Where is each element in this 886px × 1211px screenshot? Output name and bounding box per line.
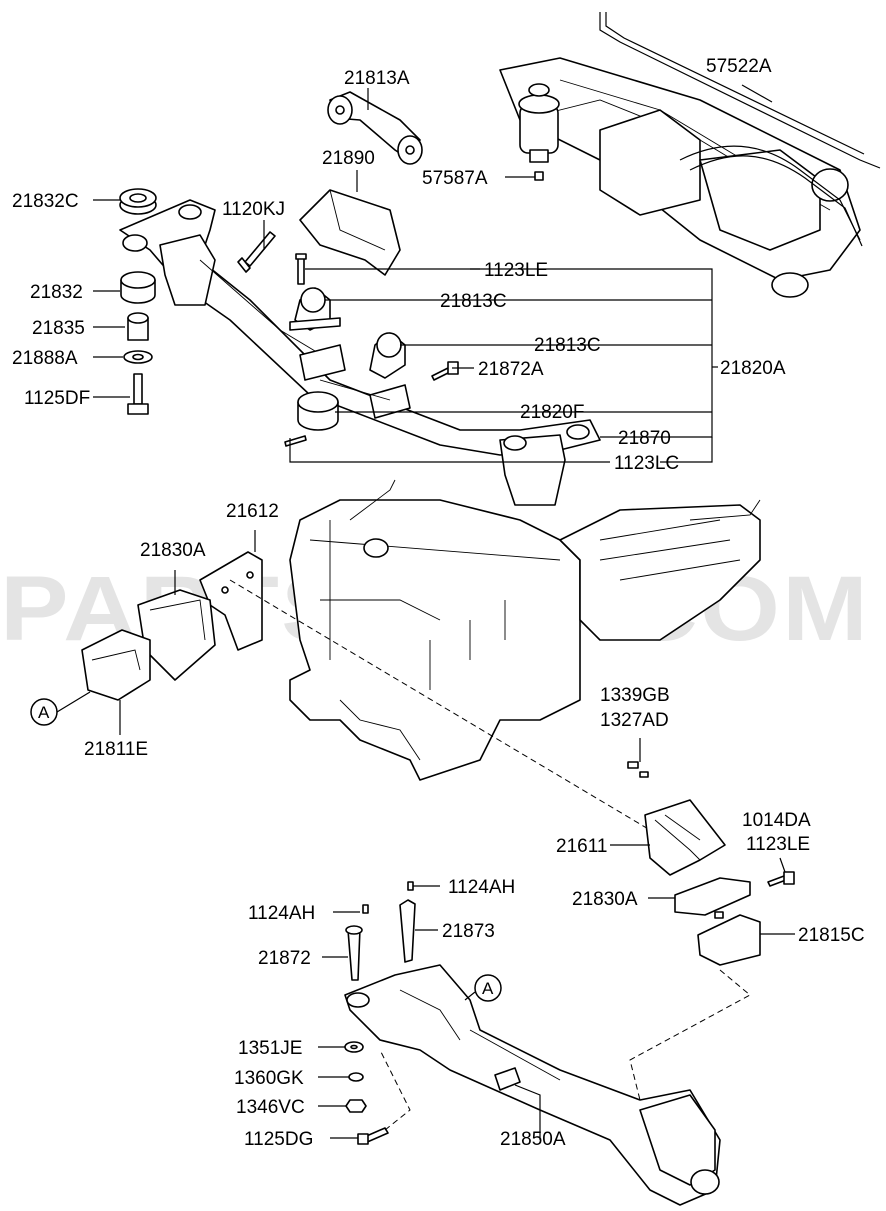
label-1346vc: 1346VC	[236, 1097, 305, 1118]
label-21832c: 21832C	[12, 191, 79, 212]
insulator-21830a-bottom	[674, 877, 751, 916]
bolt-1339gb-1327ad	[627, 761, 649, 778]
label-21611: 21611	[556, 836, 607, 857]
bolt-21873	[399, 899, 416, 963]
label-1123le-right: 1123LE	[746, 834, 810, 855]
label-1339gb: 1339GB	[600, 685, 670, 706]
label-57587a: 57587A	[422, 168, 488, 189]
label-21830a-bottom: 21830A	[572, 889, 638, 910]
mount-21813c-upper	[289, 287, 341, 331]
heat-shield-21890	[299, 189, 401, 276]
label-1125dg: 1125DG	[244, 1129, 313, 1150]
bolt-1123lc	[284, 435, 307, 447]
bolt-21872a	[431, 361, 459, 381]
label-21811e: 21811E	[84, 739, 148, 760]
label-1124ah-1: 1124AH	[448, 877, 515, 898]
label-1123lc: 1123LC	[614, 453, 679, 474]
label-57522a: 57522A	[706, 56, 772, 77]
sleeve-21835	[127, 312, 149, 341]
label-21820f: 21820F	[520, 402, 584, 423]
label-1125df: 1125DF	[24, 388, 90, 409]
bolt-21872	[345, 925, 363, 981]
label-21835: 21835	[32, 318, 85, 339]
steering-gear-assembly	[499, 12, 881, 298]
nut-1346vc	[345, 1099, 367, 1113]
label-21813c-1: 21813C	[440, 291, 507, 312]
transmission	[559, 499, 761, 641]
reference-marker-a-bottom-label: A	[482, 979, 494, 998]
label-1120kj: 1120KJ	[222, 199, 285, 220]
mount-21813c-lower	[369, 332, 406, 379]
bolt-1125dg	[357, 1127, 389, 1145]
bolt-1123le-top	[295, 253, 307, 285]
bolt-1124ah-1	[407, 881, 414, 891]
washer-1360gk	[348, 1072, 364, 1082]
bracket-21611	[644, 799, 726, 876]
insulator-21820f	[297, 391, 339, 431]
label-21888a: 21888A	[12, 348, 78, 369]
bushing-21832	[120, 271, 156, 304]
reference-marker-a-left-label: A	[38, 703, 50, 722]
bolt-1120kj	[237, 231, 276, 273]
bolt-1014da-1123le	[767, 871, 795, 887]
label-21873: 21873	[442, 921, 495, 942]
label-1124ah-2: 1124AH	[248, 903, 315, 924]
bracket-21612	[199, 551, 263, 651]
crossmember-21820a	[119, 199, 601, 506]
bracket-21811e	[81, 629, 151, 701]
bolt-1124ah-2	[362, 904, 369, 914]
label-1014da: 1014DA	[742, 810, 811, 831]
label-21830a-top: 21830A	[140, 540, 206, 561]
nut-57587a	[534, 171, 544, 181]
reference-marker-a-bottom	[474, 974, 502, 1002]
label-21815c: 21815C	[798, 925, 865, 946]
label-1123le-top: 1123LE	[484, 260, 548, 281]
bushing-21832c	[119, 188, 157, 215]
label-21850a: 21850A	[500, 1129, 566, 1150]
washer-1351je	[344, 1041, 364, 1053]
label-21612: 21612	[226, 501, 279, 522]
label-21832: 21832	[30, 282, 83, 303]
label-21872: 21872	[258, 948, 311, 969]
label-21872a: 21872A	[478, 359, 544, 380]
washer-21888a	[123, 350, 153, 364]
bolt-1125df	[127, 373, 149, 415]
label-21870: 21870	[618, 428, 671, 449]
label-21820a: 21820A	[720, 358, 786, 379]
mount-bracket-21813a	[327, 91, 423, 165]
label-21890: 21890	[322, 148, 375, 169]
label-1351je: 1351JE	[238, 1038, 302, 1059]
label-21813c-2: 21813C	[534, 335, 601, 356]
crossmember-21850a	[344, 964, 721, 1206]
engine-block	[289, 479, 581, 781]
label-21813a: 21813A	[344, 68, 410, 89]
label-1360gk: 1360GK	[234, 1068, 304, 1089]
insulator-21815c	[697, 911, 761, 966]
label-1327ad: 1327AD	[600, 710, 669, 731]
